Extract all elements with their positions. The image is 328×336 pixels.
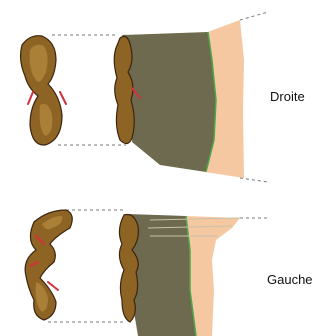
left-side-group [25,210,268,336]
label-left: Gauche [267,272,313,287]
projection-line-far-top-right [240,12,268,20]
tooth-profile-left [119,214,138,322]
label-right: Droite [270,89,305,104]
contact-mark-right-b [60,92,66,104]
cast-region-right [122,32,216,172]
tooth-profile-right [114,36,134,143]
contact-mark-right-a [28,92,33,104]
projection-line-far-bottom-right [240,178,268,182]
right-side-group [21,12,268,182]
